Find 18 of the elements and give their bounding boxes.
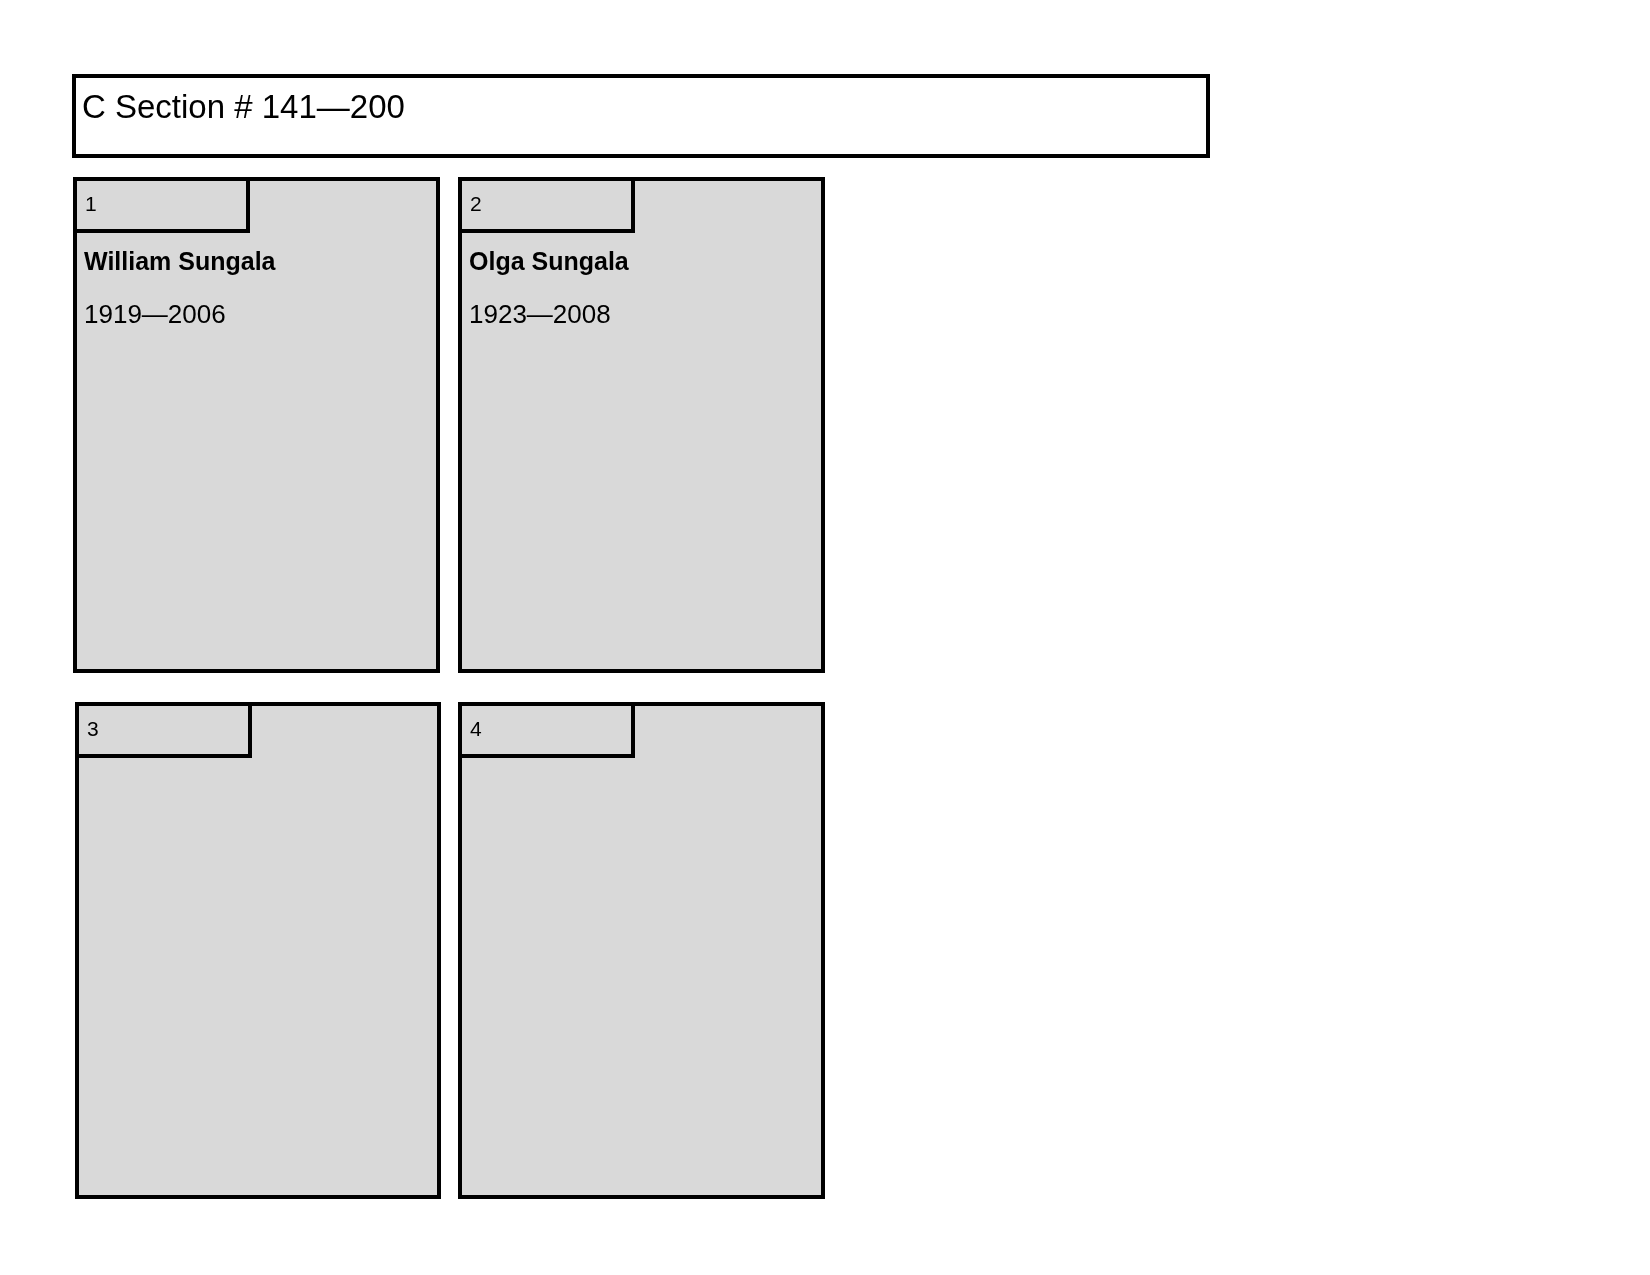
plot-number: 4 — [470, 716, 482, 742]
plot-number-tab — [77, 181, 250, 233]
plot-number-tab — [462, 706, 635, 758]
plot-number: 3 — [87, 716, 99, 742]
plot-box — [73, 177, 440, 673]
section-header-box — [72, 74, 1210, 158]
plot-number-tab — [79, 706, 252, 758]
plot-box — [458, 702, 825, 1199]
section-title: C Section # 141—200 — [82, 87, 405, 127]
life-dates: 1923—2008 — [469, 299, 611, 331]
plot-number-tab — [462, 181, 635, 233]
life-dates: 1919—2006 — [84, 299, 226, 331]
plot-number: 2 — [470, 191, 482, 217]
plot-box — [75, 702, 441, 1199]
plot-box — [458, 177, 825, 673]
plot-number: 1 — [85, 191, 97, 217]
person-name: Olga Sungala — [469, 246, 629, 276]
person-name: William Sungala — [84, 246, 276, 276]
